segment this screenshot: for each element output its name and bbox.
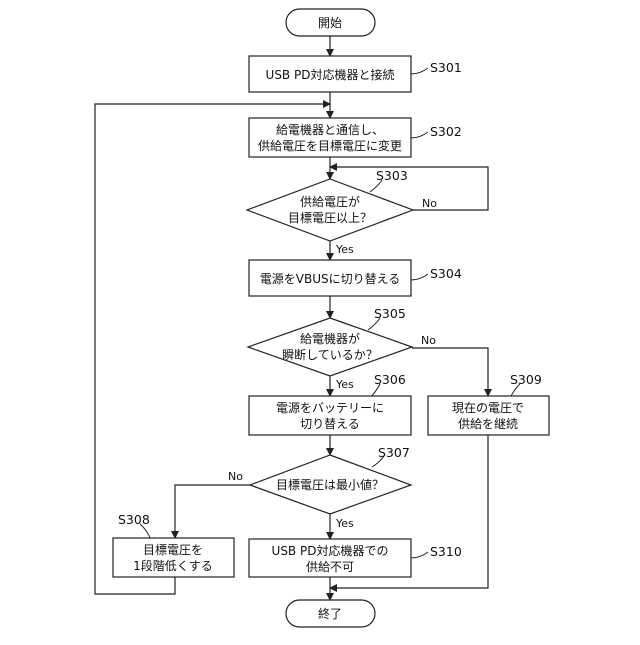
s308-step: S308 <box>118 512 150 527</box>
s305-decision <box>248 318 412 376</box>
s309-line-1: 現在の電圧で <box>452 401 524 415</box>
s303-yes-label: Yes <box>335 243 354 256</box>
leader-s302 <box>411 132 428 138</box>
s310-line-2: 供給不可 <box>306 560 354 574</box>
s305-yes-label: Yes <box>335 378 354 391</box>
s306-line-1: 電源をバッテリーに <box>276 401 384 415</box>
s307-step: S307 <box>378 445 410 460</box>
s306-step: S306 <box>374 372 406 387</box>
s302-step: S302 <box>430 124 462 139</box>
s302-line-1: 給電機器と通信し、 <box>276 122 384 137</box>
s308-line-1: 目標電圧を <box>143 543 203 557</box>
s305-line-2: 瞬断しているか？ <box>282 347 378 362</box>
s309-step: S309 <box>510 372 542 387</box>
s307-no-label: No <box>228 470 243 483</box>
s308-line-2: 1段階低くする <box>133 558 213 573</box>
s304-step: S304 <box>430 266 462 281</box>
s306-line-2: 切り替える <box>300 417 360 431</box>
leader-s310 <box>411 552 428 558</box>
start-label: 開始 <box>318 16 342 30</box>
s303-line-1: 供給電圧が <box>300 194 360 209</box>
s305-line-1: 給電機器が <box>300 331 360 346</box>
nodes <box>113 9 549 627</box>
s307-label: 目標電圧は最小値？ <box>276 477 384 492</box>
edge-s305-no <box>412 348 488 396</box>
s303-no-label: No <box>422 197 437 210</box>
end-label: 終了 <box>318 606 342 621</box>
s304-label: 電源をVBUSに切り替える <box>260 272 400 286</box>
edge-s307-no <box>175 485 250 538</box>
s303-step: S303 <box>376 168 408 183</box>
s310-step: S310 <box>430 544 462 559</box>
s310-line-1: USB PD対応機器での <box>272 543 389 558</box>
s307-yes-label: Yes <box>335 517 354 530</box>
s305-step: S305 <box>374 306 406 321</box>
s301-label: USB PD対応機器と接続 <box>266 67 395 82</box>
leader-s304 <box>411 274 428 280</box>
s309-line-2: 供給を継続 <box>458 416 518 431</box>
s301-step: S301 <box>430 60 462 75</box>
s303-line-2: 目標電圧以上？ <box>288 211 372 225</box>
s303-decision <box>247 179 413 241</box>
s302-line-2: 供給電圧を目標電圧に変更 <box>258 138 402 153</box>
leader-s301 <box>411 68 428 74</box>
s305-no-label: No <box>421 334 436 347</box>
